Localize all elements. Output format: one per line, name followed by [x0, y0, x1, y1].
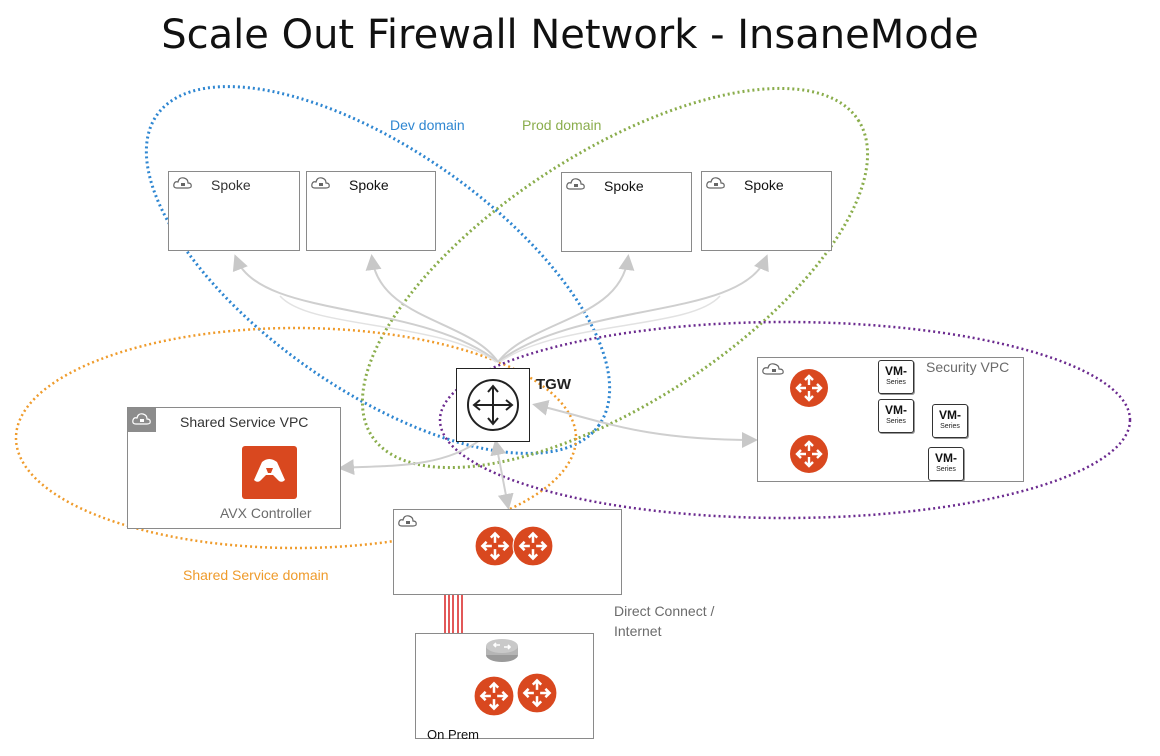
- router-icon: [474, 525, 516, 572]
- vm-label: VM-: [885, 403, 907, 417]
- link-tgw-spoke-1: [232, 254, 499, 363]
- link-tgw-spoke-4: [497, 254, 769, 363]
- security-domain-ellipse: [438, 320, 1132, 520]
- shared-domain-label: Shared Service domain: [183, 567, 329, 583]
- spoke-vpc-4: Spoke: [701, 171, 832, 251]
- router-icon: [516, 672, 558, 719]
- avx-controller-label: AVX Controller: [220, 505, 312, 521]
- vm-series-firewall-icon: VM- Series: [878, 360, 914, 394]
- cloud-lock-icon: [307, 172, 335, 196]
- spoke-label: Spoke: [744, 177, 784, 193]
- cloud-lock-icon: [169, 172, 197, 196]
- cloud-lock-icon: [128, 408, 156, 432]
- security-vpc-label: Security VPC: [926, 359, 1010, 375]
- shared-service-vpc: Shared Service VPC AVX Controller: [127, 407, 341, 529]
- vm-series-firewall-icon: VM- Series: [932, 404, 968, 438]
- link-tgw-spoke-4b: [499, 295, 721, 363]
- router-icon: [789, 434, 829, 479]
- vm-series-firewall-icon: VM- Series: [878, 399, 914, 433]
- cloud-lock-icon: [562, 173, 590, 197]
- dev-domain-label: Dev domain: [390, 117, 465, 133]
- prod-domain-ellipse: [360, 86, 870, 470]
- router-icon: [473, 675, 515, 722]
- link-tgw-shared: [338, 439, 481, 476]
- spoke-vpc-2: Spoke: [306, 171, 436, 251]
- spoke-label: Spoke: [211, 177, 251, 193]
- spoke-vpc-3: Spoke: [561, 172, 692, 252]
- vm-sublabel: Series: [940, 423, 960, 430]
- spoke-label: Spoke: [349, 177, 389, 193]
- link-tgw-spoke-2: [365, 254, 499, 363]
- vm-label: VM-: [935, 451, 957, 465]
- tgw-label: TGW: [536, 376, 571, 393]
- vm-label: VM-: [939, 408, 961, 422]
- link-tgw-security: [532, 399, 758, 448]
- avx-controller-icon: [242, 446, 297, 499]
- link-tgw-directconnect: [490, 439, 514, 510]
- vm-sublabel: Series: [936, 466, 956, 473]
- diagram-title: Scale Out Firewall Network - InsaneMode: [161, 12, 979, 58]
- link-tgw-spoke-1b: [279, 295, 497, 363]
- cloud-lock-icon: [758, 358, 786, 382]
- router-icon: [789, 368, 829, 413]
- router-icon: [512, 525, 554, 572]
- cloud-lock-icon: [394, 510, 422, 534]
- vm-series-firewall-icon: VM- Series: [928, 447, 964, 481]
- direct-connect-label: Direct Connect / Internet: [614, 603, 715, 639]
- shared-vpc-label: Shared Service VPC: [180, 414, 309, 430]
- spoke-vpc-1: Spoke: [168, 171, 300, 251]
- onprem-router-icon: [484, 636, 520, 669]
- onprem-label: On Prem: [427, 727, 480, 742]
- vm-sublabel: Series: [886, 379, 906, 386]
- vm-sublabel: Series: [886, 418, 906, 425]
- vm-label: VM-: [885, 364, 907, 378]
- spoke-label: Spoke: [604, 178, 644, 194]
- cloud-lock-icon: [702, 172, 730, 196]
- link-tgw-spoke-3: [497, 254, 635, 363]
- prod-domain-label: Prod domain: [522, 117, 602, 133]
- tgw-router-icon: [456, 368, 530, 442]
